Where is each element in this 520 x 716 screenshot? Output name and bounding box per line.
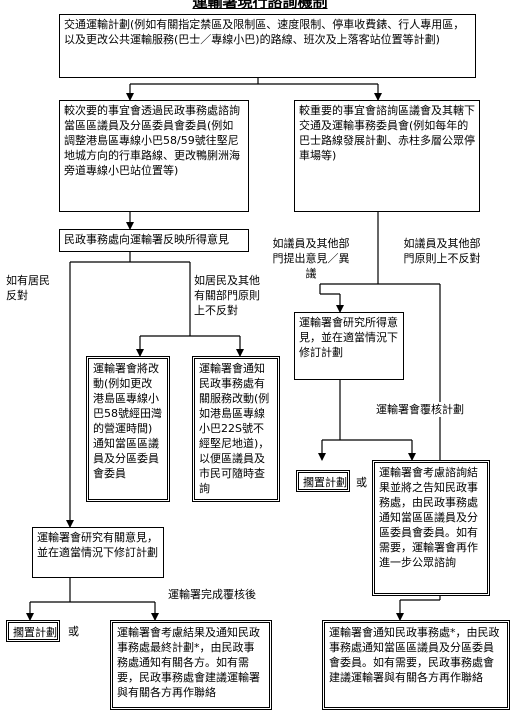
- node-td-consider-right-text: 運輸署會考慮諮詢結果並將之告知民政事務處，由民政事務處通知當區區議員及分區委員會…: [379, 466, 478, 569]
- node-td-notify-ho: 運輸署會通知民政事務處有關服務改動(例如港島區專線小巴22S號不經堅尼地道)，以…: [192, 356, 280, 502]
- node-td-study-left: 運輸署會研究有關意見，並在適當情況下修訂計劃: [32, 527, 164, 578]
- node-transport-plan: 交通運輸計劃(例如有關指定禁區及限制區、速度限制、停車收費錶、行人專用區，以及更…: [59, 14, 476, 78]
- node-td-notify-right-text: 運輸署會通知民政事務處*，由民政事務處通知當區區議員及分區委員會委員。如有需要，…: [329, 626, 500, 684]
- node-td-final-left-text: 運輸署會考慮結果及通知民政事務處最終計劃*，由民政事務處通知有關各方。如有需要，…: [117, 626, 260, 699]
- node-td-notify-right: 運輸署會通知民政事務處*，由民政事務處通知當區區議員及分區委員會委員。如有需要，…: [322, 620, 510, 710]
- label-or-right: 或: [356, 475, 367, 490]
- node-td-study-right: 運輸署會研究所得意見，並在適當情況下修訂計劃: [294, 312, 404, 380]
- node-td-change-notify-text: 運輸署會將改動(例如更改港島區專線小巴58號經田灣的營運時間)通知當區區議員及分…: [93, 362, 162, 480]
- node-right-consult-text: 較重要的事宜會諮詢區議會及其轄下交通及運輸事務委員會(例如每年的巴士路線發展計劃…: [299, 104, 475, 162]
- node-shelve-right: 擱置計劃: [296, 470, 350, 492]
- node-td-study-right-text: 運輸署會研究所得意見，並在適當情況下修訂計劃: [299, 316, 398, 359]
- label-or-left: 或: [68, 624, 79, 639]
- diagram-title: 運輸署現行諮詢機制: [192, 0, 328, 11]
- node-right-consult: 較重要的事宜會諮詢區議會及其轄下交通及運輸事務委員會(例如每年的巴士路線發展計劃…: [294, 100, 480, 212]
- label-no-objection-left: 如居民及其他有關部門原則上不反對: [194, 273, 270, 318]
- label-td-complete-review-left: 運輸署完成覆核後: [168, 587, 256, 602]
- node-td-final-left: 運輸署會考慮結果及通知民政事務處最終計劃*，由民政事務處通知有關各方。如有需要，…: [110, 620, 272, 710]
- node-td-change-notify: 運輸署會將改動(例如更改港島區專線小巴58號經田灣的營運時間)通知當區區議員及分…: [86, 356, 170, 502]
- node-td-notify-ho-text: 運輸署會通知民政事務處有關服務改動(例如港島區專線小巴22S號不經堅尼地道)，以…: [199, 362, 270, 495]
- label-residents-oppose: 如有居民反對: [6, 273, 60, 303]
- node-shelve-left: 擱置計劃: [6, 620, 60, 642]
- label-members-no-objection: 如議員及其他部門原則上不反對: [400, 236, 484, 266]
- node-shelve-right-text: 擱置計劃: [303, 476, 347, 489]
- node-td-consider-right: 運輸署會考慮諮詢結果並將之告知民政事務處，由民政事務處通知當區區議員及分區委員會…: [372, 460, 490, 596]
- node-td-study-left-text: 運輸署會研究有關意見，並在適當情況下修訂計劃: [37, 531, 158, 559]
- node-left-consult: 較次要的事宜會透過民政事務處諮詢當區區議員及分區委員會委員(例如調整港島區專線小…: [59, 100, 249, 212]
- node-shelve-left-text: 擱置計劃: [13, 626, 57, 639]
- node-ho-reflect-text: 民政事務處向運輸署反映所得意見: [64, 233, 229, 246]
- node-ho-reflect: 民政事務處向運輸署反映所得意見: [59, 229, 249, 252]
- label-members-raise: 如議員及其他部門提出意見／異議: [270, 236, 352, 281]
- node-left-consult-text: 較次要的事宜會透過民政事務處諮詢當區區議員及分區委員會委員(例如調整港島區專線小…: [64, 104, 240, 177]
- node-transport-plan-text: 交通運輸計劃(例如有關指定禁區及限制區、速度限制、停車收費錶、行人專用區，以及更…: [64, 18, 465, 46]
- label-td-review-right: 運輸署會覆核計劃: [376, 402, 464, 417]
